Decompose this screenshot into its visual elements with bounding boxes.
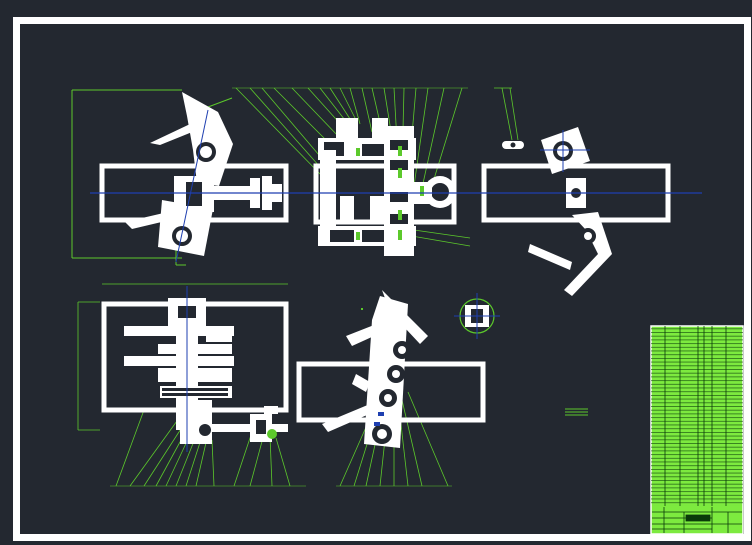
detail-circle-view <box>454 293 500 339</box>
bottom-middle-view <box>296 290 486 487</box>
top-middle-view <box>232 87 471 256</box>
top-right-view <box>470 87 702 296</box>
bottom-left-view <box>77 283 306 487</box>
title-block <box>652 507 742 533</box>
top-left-view <box>71 89 300 266</box>
note-mark <box>565 408 588 416</box>
parts-list-table <box>650 325 744 535</box>
sheet-border <box>13 17 751 541</box>
